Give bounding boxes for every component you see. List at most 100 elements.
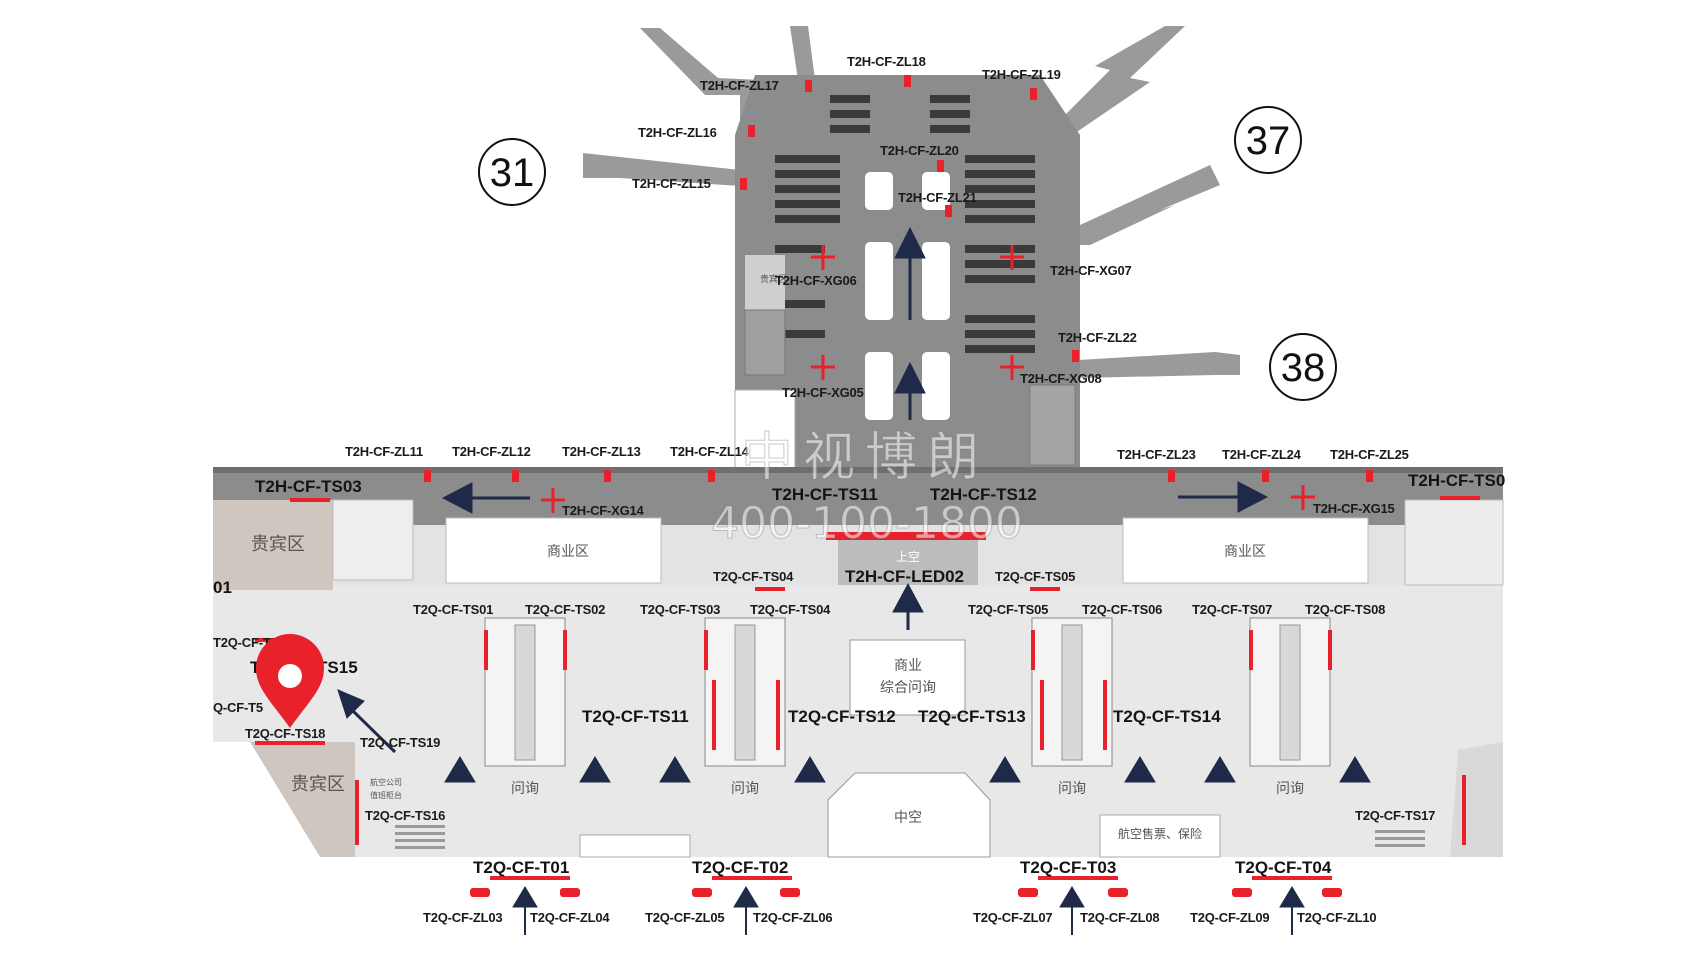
label-ts07: T2Q-CF-TS07: [1192, 602, 1272, 617]
label-ts17: T2Q-CF-TS17: [1355, 808, 1435, 823]
arrow-up-5: [989, 756, 1021, 783]
arrow-up-3: [659, 756, 691, 783]
watermark-phone: 400-100-1800: [711, 498, 1023, 549]
label-zl04: T2Q-CF-ZL04: [530, 910, 610, 925]
commercial-zone-right: [1122, 517, 1369, 584]
label-zl07: T2Q-CF-ZL07: [973, 910, 1052, 925]
vip-area-bottom-label: 贵宾区: [291, 774, 345, 795]
arrow-entrance-3: [1059, 886, 1085, 935]
ad-position-marks: [255, 75, 1480, 897]
checkin-islands: 问询 问询 问询 问询: [484, 617, 1332, 797]
label-t04: T2Q-CF-T04: [1235, 858, 1332, 877]
label-zl15: T2H-CF-ZL15: [632, 176, 711, 191]
direction-arrows: [337, 226, 1371, 935]
label-zl19: T2H-CF-ZL19: [982, 67, 1061, 82]
void-center-label: 中空: [894, 810, 922, 826]
label-ts02: T2Q-CF-TS02: [525, 602, 605, 617]
arrow-up-7: [1204, 756, 1236, 783]
label-ts05-small: T2Q-CF-TS05: [995, 569, 1075, 584]
label-ts11: T2Q-CF-TS11: [582, 707, 689, 726]
pier-seating: [775, 95, 1035, 353]
svg-text:31: 31: [490, 151, 535, 195]
label-zl14: T2H-CF-ZL14: [670, 444, 750, 459]
left-stairs: [395, 825, 445, 849]
inquiry-label-1: 问询: [511, 781, 539, 797]
label-zl21: T2H-CF-ZL21: [898, 190, 977, 205]
label-ts18: T2Q-CF-TS18: [245, 726, 325, 741]
arrow-up-pier-1: [894, 226, 926, 320]
pier-vip-label: 贵宾区: [760, 273, 787, 285]
label-zl09: T2Q-CF-ZL09: [1190, 910, 1269, 925]
arrow-up-4: [794, 756, 826, 783]
ts-mid-labels: T2Q-CF-TS11 T2Q-CF-TS12 T2Q-CF-TS13 T2Q-…: [582, 707, 1221, 726]
label-t01: T2Q-CF-T01: [473, 858, 569, 877]
label-zl13: T2H-CF-ZL13: [562, 444, 641, 459]
bottom-zl-labels: T2Q-CF-ZL03 T2Q-CF-ZL04 T2Q-CF-ZL05 T2Q-…: [423, 910, 1377, 925]
jet-bridge-se: [1078, 352, 1240, 378]
label-ts19: T2Q-CF-TS19: [360, 735, 440, 750]
ad-cross-marks: [541, 245, 1315, 513]
checkin-island-1: 问询: [484, 617, 567, 797]
label-ts13: T2Q-CF-TS13: [918, 707, 1026, 726]
void-up-label: 上空: [896, 550, 920, 564]
inquiry-label-3: 问询: [1058, 781, 1086, 797]
vip-area-top-label: 贵宾区: [251, 534, 305, 555]
arrow-up-pier-2: [894, 361, 926, 420]
label-zl08: T2Q-CF-ZL08: [1080, 910, 1159, 925]
vip-area-bottom: [250, 742, 355, 857]
label-t03: T2Q-CF-T03: [1020, 858, 1116, 877]
airline-label: 航空售票、保险: [1118, 826, 1202, 841]
arrow-diag: [337, 689, 397, 754]
left-corner: [213, 742, 320, 857]
label-xg06: T2H-CF-XG06: [775, 273, 857, 288]
pier-stairs: [1029, 384, 1076, 466]
label-xg14: T2H-CF-XG14: [562, 503, 645, 518]
label-zl06: T2Q-CF-ZL06: [753, 910, 832, 925]
label-led02: T2H-CF-LED02: [845, 567, 964, 586]
arrow-entrance-4: [1279, 886, 1305, 935]
jet-bridge-e: [1080, 165, 1220, 245]
small-note: 航空公司: [370, 777, 402, 787]
commercial-inquiry-label-1: 商业: [894, 658, 922, 674]
label-ts03-h: T2H-CF-TS03: [255, 477, 362, 496]
left-labels: T2Q-CF-TS09 T2Q-CF-TS15 T2Q-CF-TS18 T2Q-…: [213, 578, 1435, 823]
label-ts04: T2Q-CF-TS04: [750, 602, 831, 617]
counter-box-1: [579, 834, 691, 858]
label-ts05: T2Q-CF-TS05: [968, 602, 1048, 617]
corridor-edge: [213, 467, 1503, 473]
label-zl22: T2H-CF-ZL22: [1058, 330, 1137, 345]
label-xg05: T2H-CF-XG05: [782, 385, 864, 400]
label-xg07: T2H-CF-XG07: [1050, 263, 1132, 278]
led-screen: [826, 532, 986, 540]
commercial-zone-left: [445, 517, 662, 584]
arrow-up-8: [1339, 756, 1371, 783]
watermark-brand: 中视博朗: [741, 428, 989, 488]
arrow-entrance-2: [733, 886, 759, 935]
label-zl10: T2Q-CF-ZL10: [1297, 910, 1376, 925]
inquiry-label-4: 问询: [1276, 781, 1304, 797]
label-zl17: T2H-CF-ZL17: [700, 78, 779, 93]
left-room: [332, 499, 414, 581]
svg-text:37: 37: [1246, 119, 1291, 163]
inquiry-label-2: 问询: [731, 781, 759, 797]
right-corner: [1450, 742, 1503, 857]
checkin-island-3: 问询: [1031, 617, 1113, 797]
label-01: 01: [213, 578, 232, 597]
label-ts06: T2Q-CF-TS06: [1082, 602, 1162, 617]
small-note-2: 值班柜台: [370, 790, 402, 800]
right-room: [1404, 499, 1504, 586]
commercial-inquiry-booth: [849, 639, 966, 716]
label-zl12: T2H-CF-ZL12: [452, 444, 531, 459]
label-ts0-h: T2H-CF-TS0: [1408, 471, 1505, 490]
gate-31: 31: [478, 138, 546, 206]
label-zl03: T2Q-CF-ZL03: [423, 910, 502, 925]
void-center: [827, 772, 991, 858]
commercial-zone-right-label: 商业区: [1224, 544, 1266, 560]
label-q-cf-t5: Q-CF-T5: [213, 700, 263, 715]
pier-benches: [865, 172, 950, 420]
label-ts03: T2Q-CF-TS03: [640, 602, 720, 617]
jet-bridge-nw: [640, 28, 760, 120]
arrow-up-hall: [892, 582, 924, 630]
gate-37: 37: [1234, 106, 1302, 174]
